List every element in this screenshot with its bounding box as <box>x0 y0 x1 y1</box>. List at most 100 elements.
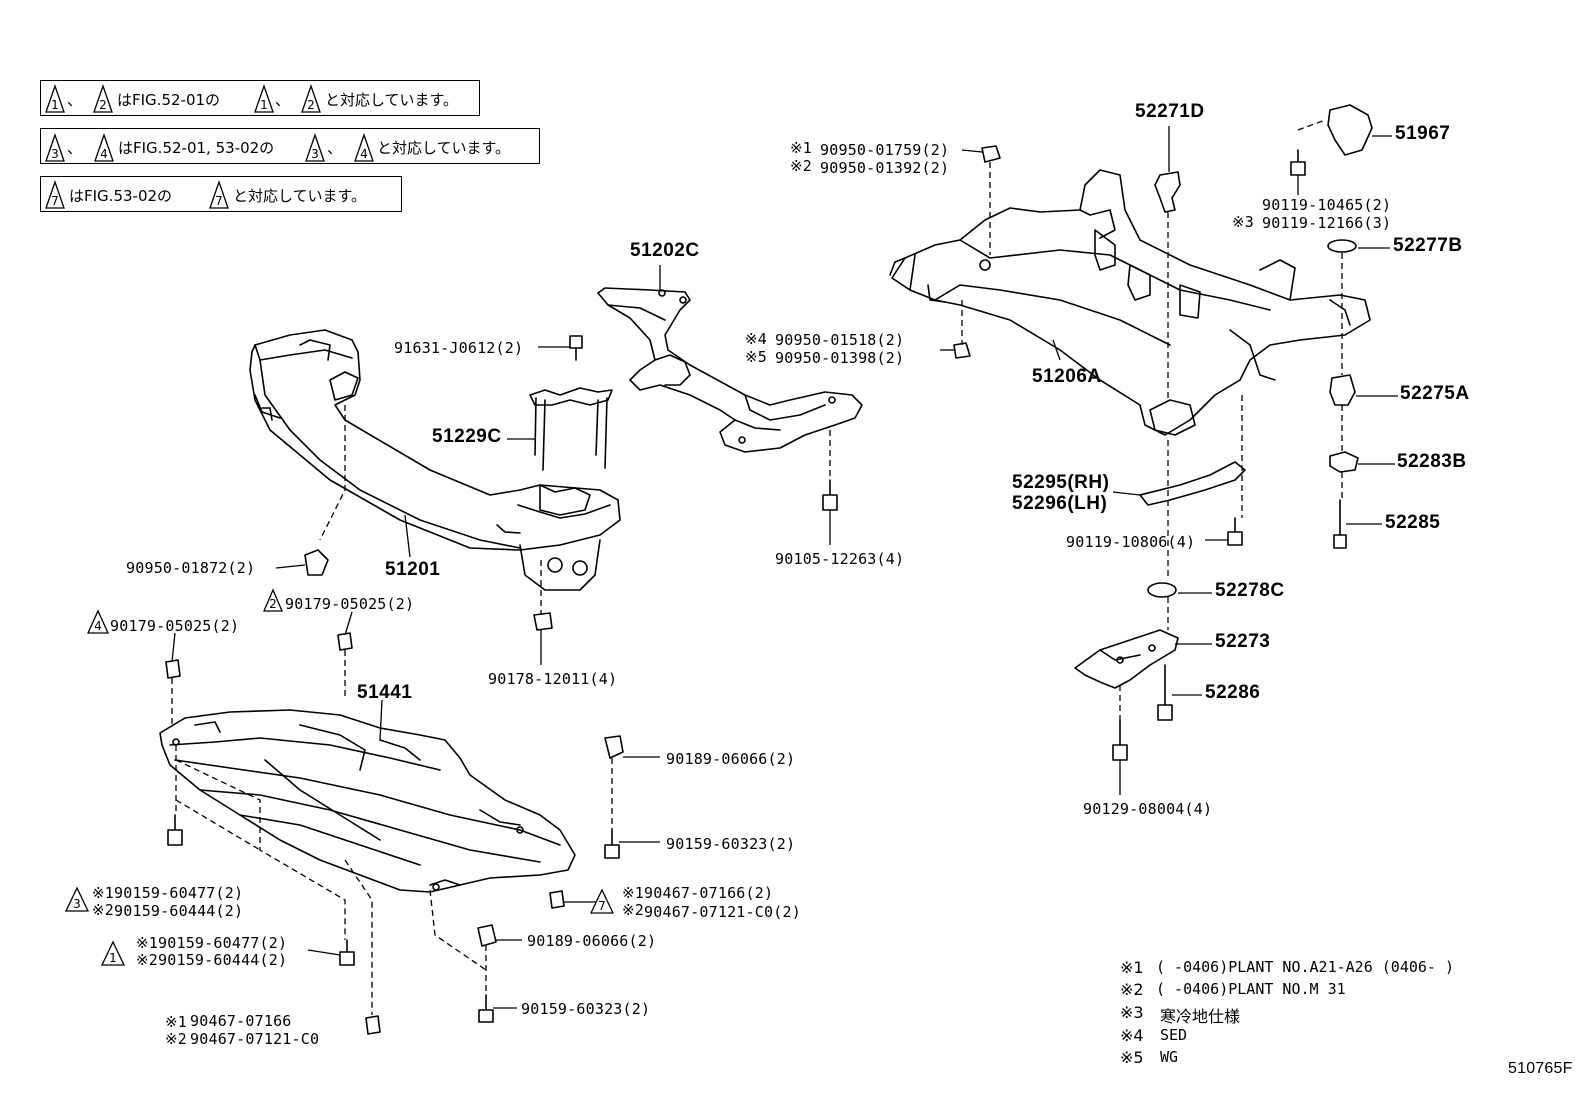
footnote-text-3: 寒冷地仕様 <box>1160 1007 1241 1026</box>
bolt-52286 <box>1157 664 1173 721</box>
note-sep: 、 <box>275 91 291 109</box>
stopper-52271D <box>1154 171 1181 213</box>
washer-52278C <box>1147 582 1177 598</box>
nut-90950-01759 <box>981 145 1001 163</box>
label-90189-06066-b: 90189-06066(2) <box>527 932 657 950</box>
tri-num: 1 <box>51 98 59 112</box>
bushing-52275A <box>1329 374 1356 406</box>
label-90950-01518: 90950-01518(2) <box>775 331 905 349</box>
label-90159-60444-b: 90159-60444(2) <box>158 951 288 969</box>
mark-2: ※2 <box>622 901 644 919</box>
rear-crossmember-51206A <box>889 169 1371 436</box>
bolt-52285 <box>1333 499 1347 549</box>
note-text: と対応しています。 <box>233 187 367 205</box>
label-90950-01392: 90950-01392(2) <box>820 159 950 177</box>
mark-4: ※4 <box>745 330 767 348</box>
footnote-mark-3: ※3 <box>1120 1003 1144 1022</box>
tri-num: 2 <box>269 597 277 611</box>
mark-1: ※1 <box>622 884 644 902</box>
label-52283B: 52283B <box>1397 451 1467 472</box>
label-51441: 51441 <box>357 682 413 703</box>
bolt-90159-d <box>478 994 494 1023</box>
tri-num: 7 <box>598 899 606 913</box>
engine-undercover-51441 <box>159 709 576 893</box>
label-90119-10806: 90119-10806(4) <box>1066 533 1196 551</box>
bolt-90159-a <box>604 829 620 859</box>
label-90178-12011: 90178-12011(4) <box>488 670 618 688</box>
note-sep: 、 <box>327 139 343 157</box>
note-text: はFIG.53-02の <box>69 187 173 205</box>
label-90159-60323-a: 90159-60323(2) <box>666 835 796 853</box>
nut-90179-a <box>337 632 353 651</box>
grommet-90950-01872 <box>304 549 329 576</box>
triangle-markers <box>45 84 615 966</box>
label-90950-01398: 90950-01398(2) <box>775 349 905 367</box>
label-90159-60477-b: 90159-60477(2) <box>158 934 288 952</box>
label-52271D: 52271D <box>1135 101 1205 122</box>
label-51229C: 51229C <box>432 426 502 447</box>
tri-num: 7 <box>215 194 223 208</box>
label-90159-60444-a: 90159-60444(2) <box>114 902 244 920</box>
label-52296-lh: 52296(LH) <box>1012 493 1108 514</box>
label-52278C: 52278C <box>1215 580 1285 601</box>
tri-num: 3 <box>73 897 81 911</box>
label-90119-12166: 90119-12166(3) <box>1262 214 1392 232</box>
label-90950-01872: 90950-01872(2) <box>126 559 256 577</box>
clip-90189-b <box>477 924 497 947</box>
label-51201: 51201 <box>385 559 441 580</box>
note-box-1: 、 はFIG.52-01の 、 と対応しています。 <box>40 80 480 116</box>
footnote-mark-5: ※5 <box>1120 1048 1144 1067</box>
assembly-lines <box>171 119 1343 1015</box>
label-90179-05025-a: 90179-05025(2) <box>285 595 415 613</box>
figure-id: 510765F <box>1508 1060 1573 1077</box>
mark-1: ※1 <box>92 884 114 902</box>
label-90179-05025-b: 90179-05025(2) <box>110 617 240 635</box>
label-90467-07121-C0-a: 90467-07121-C0(2) <box>644 903 801 921</box>
label-52277B: 52277B <box>1393 235 1463 256</box>
footnote-text-1: ( -0406)PLANT NO.A21-A26 (0406- ) <box>1156 958 1455 976</box>
mark-5: ※5 <box>745 348 767 366</box>
mark-2: ※2 <box>136 951 158 969</box>
label-51967: 51967 <box>1395 123 1451 144</box>
footnote-text-4: SED <box>1160 1026 1188 1044</box>
tri-num: 2 <box>99 98 107 112</box>
mark-2: ※2 <box>92 901 114 919</box>
label-51202C: 51202C <box>630 240 700 261</box>
nut-90178 <box>533 612 553 631</box>
tri-num: 7 <box>51 194 59 208</box>
label-52285: 52285 <box>1385 512 1441 533</box>
label-91631-J0612: 91631-J0612(2) <box>394 339 524 357</box>
note-sep: 、 <box>67 91 83 109</box>
footnote-text-2: ( -0406)PLANT NO.M 31 <box>1156 980 1346 998</box>
front-crossmember-51201 <box>249 329 621 591</box>
arm-52295-52296 <box>1139 461 1246 506</box>
tri-num: 4 <box>94 619 102 633</box>
note-text: と対応しています。 <box>325 91 459 109</box>
footnote-mark-2: ※2 <box>1120 980 1144 999</box>
triangle-numbers: 1 2 1 2 3 4 3 4 7 7 2 4 3 1 7 <box>51 98 606 965</box>
bolt-90105 <box>822 479 838 511</box>
mark-1: ※1 <box>165 1013 187 1031</box>
label-90119-10465: 90119-10465(2) <box>1262 196 1392 214</box>
screw-91631 <box>569 335 583 361</box>
label-52286: 52286 <box>1205 682 1261 703</box>
tri-num: 1 <box>109 951 117 965</box>
bolt-90119-10806 <box>1227 517 1243 546</box>
footnote-text-5: WG <box>1160 1048 1179 1066</box>
mark-2: ※2 <box>165 1030 187 1048</box>
mark-2: ※2 <box>790 157 812 175</box>
label-51206A: 51206A <box>1032 366 1102 387</box>
bracket-51967 <box>1327 104 1373 156</box>
note-sep: 、 <box>67 139 83 157</box>
note-text: と対応しています。 <box>377 139 511 157</box>
label-90129-08004: 90129-08004(4) <box>1083 800 1213 818</box>
bolt-90159-c <box>339 939 355 966</box>
note-text: はFIG.52-01の <box>117 91 221 109</box>
tri-num: 3 <box>51 147 59 161</box>
footnote-mark-4: ※4 <box>1120 1026 1144 1045</box>
note-text: はFIG.52-01, 53-02の <box>118 139 275 157</box>
note-box-2: 、 はFIG.52-01, 53-02の 、 と対応しています。 <box>40 128 540 164</box>
tri-num: 4 <box>100 147 108 161</box>
